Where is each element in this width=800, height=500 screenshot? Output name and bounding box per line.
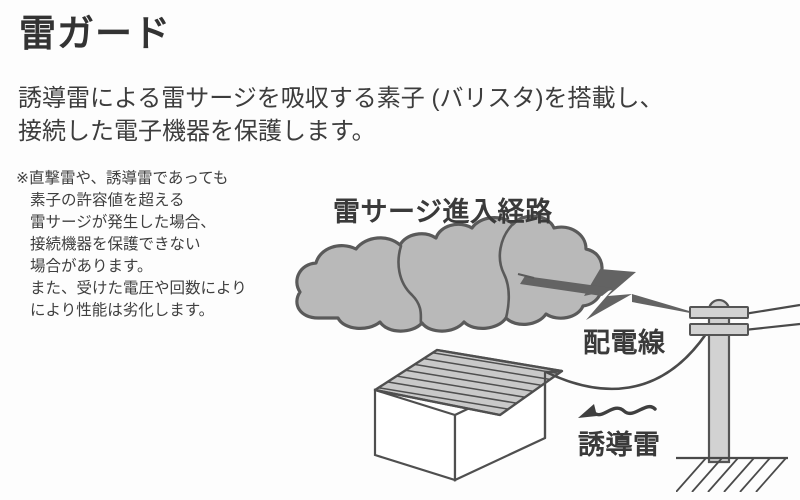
note-line-2: 素子の許容値を超える bbox=[30, 192, 185, 209]
lede-line-2: 接続した電子機器を保護します。 bbox=[18, 118, 376, 146]
disclaimer-note: ※直撃雷や、誘導雷であっても 素子の許容値を超える 雷サージが発生した場合、 接… bbox=[16, 168, 247, 322]
utility-pole-icon bbox=[676, 298, 800, 492]
house-icon bbox=[373, 348, 564, 482]
lede-paragraph: 誘導雷による雷サージを吸収する素子 (バリスタ)を搭載し、 接続した電子機器を保… bbox=[18, 82, 663, 148]
note-line-4: 接続機器を保護できない bbox=[30, 236, 201, 253]
label-power-distribution-line: 配電線 bbox=[583, 328, 666, 358]
bolt-leader-line bbox=[517, 273, 535, 279]
note-line-6: また、受けた電圧や回数により bbox=[30, 280, 247, 297]
label-surge-entry-path: 雷サージ進入経路 bbox=[333, 197, 553, 227]
note-line-3: 雷サージが発生した場合、 bbox=[30, 214, 216, 231]
note-line-7: により性能は劣化します。 bbox=[30, 302, 215, 319]
service-drop-cable-icon bbox=[545, 333, 708, 391]
pole-crossarm-upper bbox=[689, 306, 749, 319]
label-induced-lightning: 誘導雷 bbox=[578, 430, 661, 460]
wavy-arrow-icon bbox=[578, 404, 657, 418]
pole-crossarm-lower bbox=[689, 323, 749, 336]
power-lines bbox=[743, 303, 800, 332]
note-line-5: 場合があります。 bbox=[30, 258, 153, 275]
lightning-bolt-icon bbox=[520, 269, 706, 320]
lede-line-1: 誘導雷による雷サージを吸収する素子 (バリスタ)を搭載し、 bbox=[18, 85, 664, 112]
page-title: 雷ガード bbox=[19, 13, 171, 54]
ground-hatch-icon bbox=[676, 458, 787, 492]
note-line-1: ※直撃雷や、誘導雷であっても bbox=[16, 170, 229, 187]
cloud-icon bbox=[295, 214, 604, 333]
